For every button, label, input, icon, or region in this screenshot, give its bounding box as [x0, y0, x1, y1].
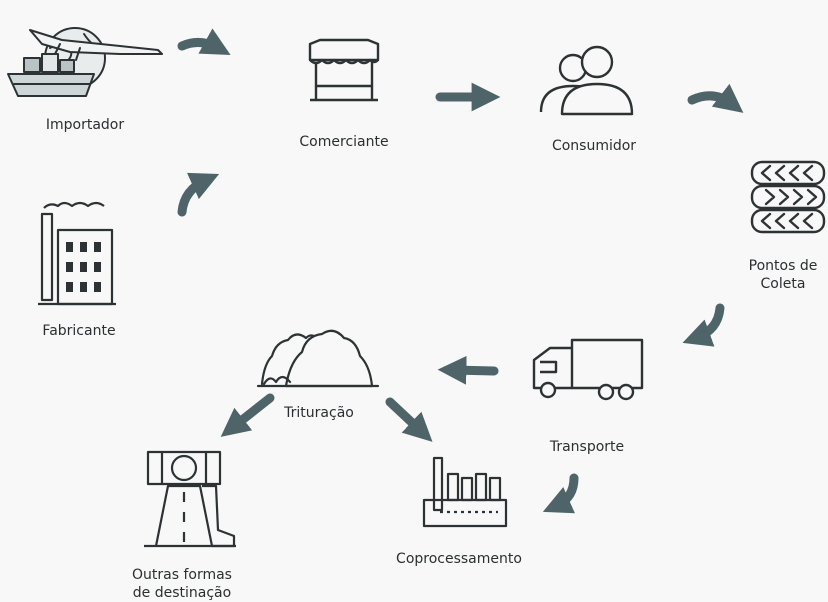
importer-label: Importador — [45, 117, 125, 133]
arrow-shredding-to-coprocessing — [385, 397, 433, 442]
factory-icon — [38, 201, 116, 306]
transport-label: Transporte — [549, 439, 625, 455]
truck-icon — [532, 338, 644, 401]
consumers-icon — [539, 45, 634, 116]
arrow-transport-to-coprocessing — [542, 473, 579, 514]
store-label: Comerciante — [299, 134, 389, 150]
shredding-label: Trituração — [284, 405, 354, 421]
arrow-consumer-to-collection — [687, 83, 744, 113]
store-icon — [308, 38, 380, 102]
other-destinations-icon — [144, 450, 236, 548]
arrow-factory-to-store — [177, 172, 220, 217]
collection-points-label-line2: Coleta — [760, 276, 806, 292]
consumer-label: Consumidor — [551, 138, 637, 154]
coprocessing-label: Coprocessamento — [396, 551, 522, 567]
factory-label: Fabricante — [42, 323, 116, 339]
stacked-tires-icon — [750, 160, 826, 234]
collection-points-label: Pontos de Coleta — [738, 257, 828, 293]
other-destinations-label-line2: de destinação — [132, 585, 232, 601]
arrow-transport-to-shredding — [437, 355, 499, 385]
arrow-collection-to-transport — [682, 303, 725, 347]
arrow-importer-to-store — [177, 28, 231, 55]
shredded-pile-icon — [256, 329, 380, 388]
other-destinations-label-line1: Outras formas — [132, 567, 232, 583]
collection-points-label-line1: Pontos de — [748, 258, 818, 274]
other-destinations-label: Outras formas de destinação — [112, 566, 252, 602]
importer-icon — [7, 27, 163, 97]
coprocessing-plant-icon — [422, 456, 508, 528]
arrow-shredding-to-other — [220, 393, 275, 437]
